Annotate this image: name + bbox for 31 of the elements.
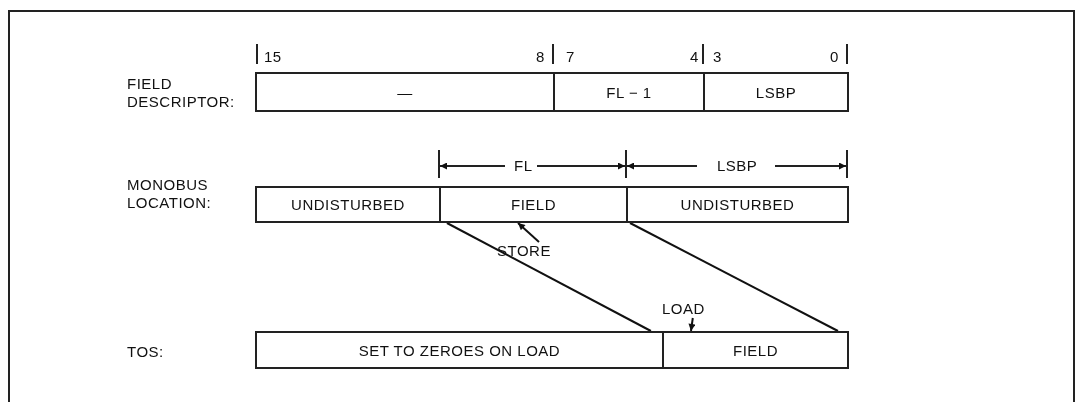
bit-number: 15	[264, 48, 282, 66]
projection-line	[445, 222, 652, 332]
register-field	[553, 72, 705, 112]
cell-text: FIELD	[511, 196, 556, 213]
register-field	[439, 186, 628, 223]
cell-text: FL − 1	[606, 83, 652, 101]
register-field	[662, 331, 849, 369]
bit-number: 4	[690, 48, 699, 66]
row-label: MONOBUS LOCATION:	[127, 176, 213, 212]
cell-text: SET TO ZEROES ON LOAD	[358, 341, 561, 359]
callout-text: LOAD	[662, 300, 705, 318]
bit-number: 3	[713, 48, 722, 66]
leader-arrow	[517, 222, 540, 243]
cell-text: LSBP	[755, 83, 797, 101]
register-field	[255, 72, 555, 112]
register-field	[255, 186, 441, 223]
leader-arrow	[688, 317, 696, 332]
register-field	[255, 331, 664, 369]
projection-line	[629, 222, 839, 332]
register-field	[703, 72, 849, 112]
row-label: TOS:	[127, 343, 164, 361]
cell-text: UNDISTURBED	[291, 196, 405, 213]
bit-number: 0	[830, 48, 839, 66]
cell-text: FIELD	[733, 341, 778, 359]
cell-text: UNDISTURBED	[680, 196, 795, 213]
row-label: FIELD DESCRIPTOR:	[127, 75, 236, 111]
register-field	[626, 186, 849, 223]
cell-text: —	[397, 83, 413, 101]
bit-number: 7	[566, 48, 575, 66]
bit-number: 8	[536, 48, 545, 66]
callout-text: STORE	[497, 242, 551, 260]
